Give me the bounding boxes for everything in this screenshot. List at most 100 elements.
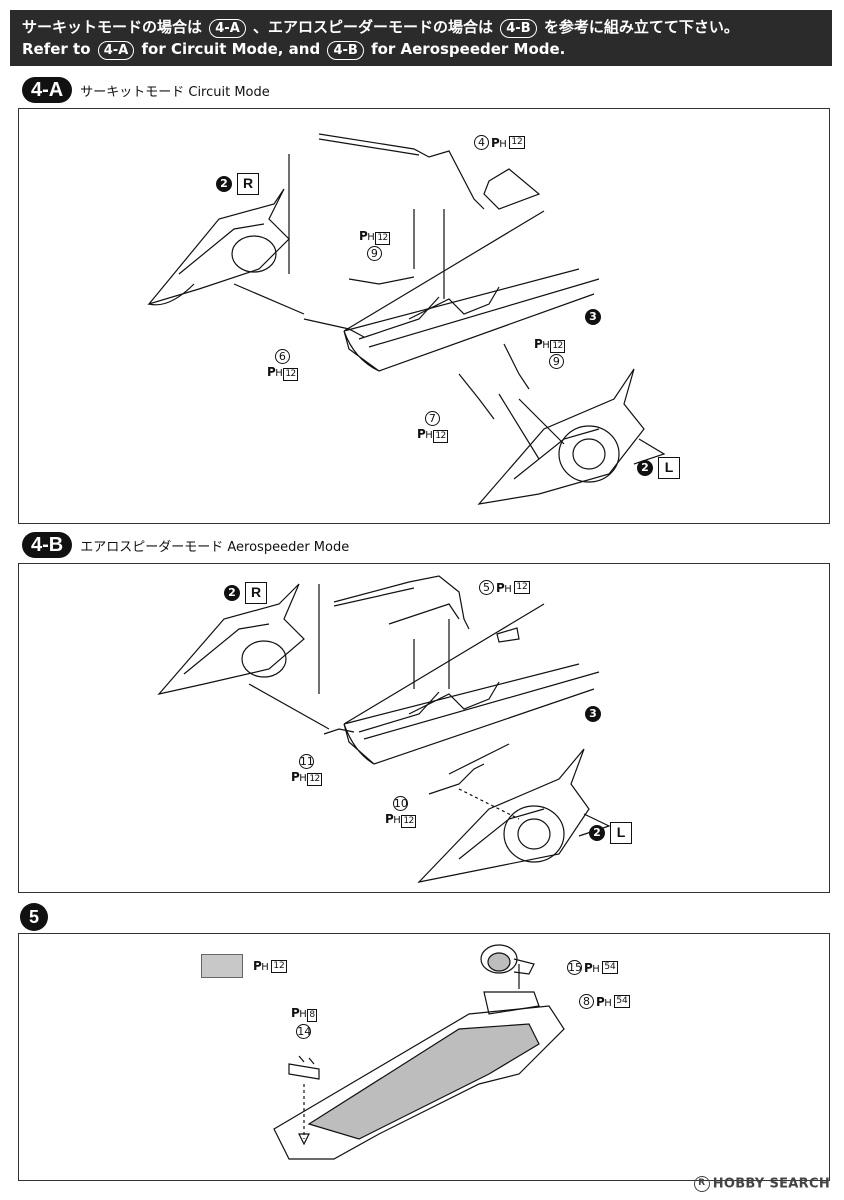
part-6-number: 6 (274, 349, 290, 364)
runner-p: P (496, 580, 505, 595)
part-5-number: 5 (479, 580, 494, 595)
runner-12: 12 (401, 815, 416, 828)
runner-12: 12 (283, 368, 298, 381)
part-10-number: 10 (392, 796, 408, 811)
banner-en-mid: for Circuit Mode, and (141, 40, 321, 58)
part-2-number-r: 2 (224, 585, 240, 601)
runner-54: 54 (602, 961, 618, 974)
label-part-4: 4 PH 12 (474, 135, 525, 150)
banner-en-line: Refer to 4-A for Circuit Mode, and 4-B f… (22, 38, 820, 60)
color-swatch (201, 954, 243, 978)
banner-en-post: for Aerospeeder Mode. (371, 40, 566, 58)
label-part-2r-b: 2 R (224, 582, 267, 604)
runner-p: P (491, 135, 500, 150)
runner-12: 12 (307, 773, 322, 786)
runner-p: P (534, 337, 543, 351)
banner-jp-post: を参考に組み立てて下さい。 (543, 18, 739, 36)
watermark-brand: HOBBY SEARCH (712, 1176, 830, 1192)
runner-12: 12 (433, 430, 448, 443)
instruction-banner: サーキットモードの場合は 4-A 、エアロスピーダーモードの場合は 4-B を参… (10, 10, 832, 66)
part-14-number: 14 (296, 1024, 312, 1039)
banner-ref-b-jp: 4-B (500, 19, 537, 38)
runner-h: H (299, 773, 307, 784)
part-3-number: 3 (585, 309, 601, 325)
runner-p: P (253, 959, 262, 973)
runner-h: H (299, 1009, 307, 1020)
section-4b-badge: 4-B (22, 532, 73, 558)
runner-p: P (359, 229, 368, 243)
runner-p: P (385, 812, 394, 826)
part-3-number: 3 (585, 706, 601, 722)
label-part-3-b: 3 (585, 706, 601, 722)
runner-h: H (499, 138, 507, 150)
runner-p: P (584, 960, 593, 975)
runner-54: 54 (614, 995, 630, 1008)
runner-p: P (596, 994, 605, 1009)
part-15-number: 15 (567, 960, 582, 975)
part-2-number-l: 2 (589, 825, 605, 841)
part-2-number-r: 2 (216, 176, 232, 192)
banner-ref-a-en: 4-A (97, 41, 135, 60)
runner-p: P (267, 365, 276, 379)
runner-12: 12 (514, 581, 530, 594)
banner-jp-pre: サーキットモードの場合は (22, 18, 203, 36)
part-9-number: 9 (548, 354, 564, 369)
label-part-2l-b: 2 L (589, 822, 632, 844)
part-7-number: 7 (424, 411, 440, 426)
banner-ref-a-jp: 4-A (209, 19, 246, 38)
circuit-mode-diagram (147, 133, 666, 505)
banner-jp-line: サーキットモードの場合は 4-A 、エアロスピーダーモードの場合は 4-B を参… (22, 16, 820, 38)
step-5-badge: 5 (20, 903, 48, 931)
runner-p: P (291, 770, 300, 784)
aerospeeder-mode-diagram (157, 575, 611, 883)
section-4a-header: 4-A サーキットモード Circuit Mode (22, 77, 270, 103)
runner-p: P (291, 1006, 300, 1020)
label-part-8: 8 PH 54 (579, 994, 630, 1009)
runner-h: H (604, 997, 612, 1009)
runner-h: H (261, 962, 269, 973)
label-part-15: 15 PH 54 (567, 960, 618, 975)
runner-h: H (504, 583, 512, 595)
side-r: R (237, 173, 259, 195)
part-11-number: 11 (298, 754, 314, 769)
label-part-3: 3 (585, 309, 601, 325)
label-part-2r: 2 R (216, 173, 259, 195)
runner-h: H (367, 232, 375, 243)
section-4b-header: 4-B エアロスピーダーモード Aerospeeder Mode (22, 532, 349, 558)
label-swatch: PH 12 (201, 954, 287, 978)
side-r: R (245, 582, 267, 604)
label-part-2l: 2 L (637, 457, 680, 479)
runner-12: 12 (550, 340, 565, 353)
label-part-5: 5 PH 12 (479, 580, 530, 595)
runner-h: H (393, 815, 401, 826)
runner-h: H (275, 368, 283, 379)
banner-en-pre: Refer to (22, 40, 91, 58)
runner-h: H (542, 340, 550, 351)
banner-jp-mid: 、エアロスピーダーモードの場合は (253, 18, 494, 36)
banner-ref-b-en: 4-B (327, 41, 364, 60)
step-5-diagram (273, 944, 565, 1160)
registered-mark-icon: R (693, 1176, 710, 1192)
runner-12: 12 (375, 232, 390, 245)
side-l: L (610, 822, 632, 844)
runner-h: H (592, 963, 600, 975)
section-4a-badge: 4-A (22, 77, 73, 103)
runner-8: 8 (307, 1009, 317, 1022)
runner-12: 12 (271, 959, 287, 973)
part-2-number-l: 2 (637, 460, 653, 476)
side-l: L (658, 457, 680, 479)
part-4-number: 4 (474, 135, 489, 150)
section-4a-title: サーキットモード Circuit Mode (80, 84, 270, 100)
runner-p: P (417, 427, 426, 441)
part-9-number: 9 (366, 246, 382, 261)
runner-12: 12 (509, 136, 525, 149)
part-8-number: 8 (579, 994, 594, 1009)
